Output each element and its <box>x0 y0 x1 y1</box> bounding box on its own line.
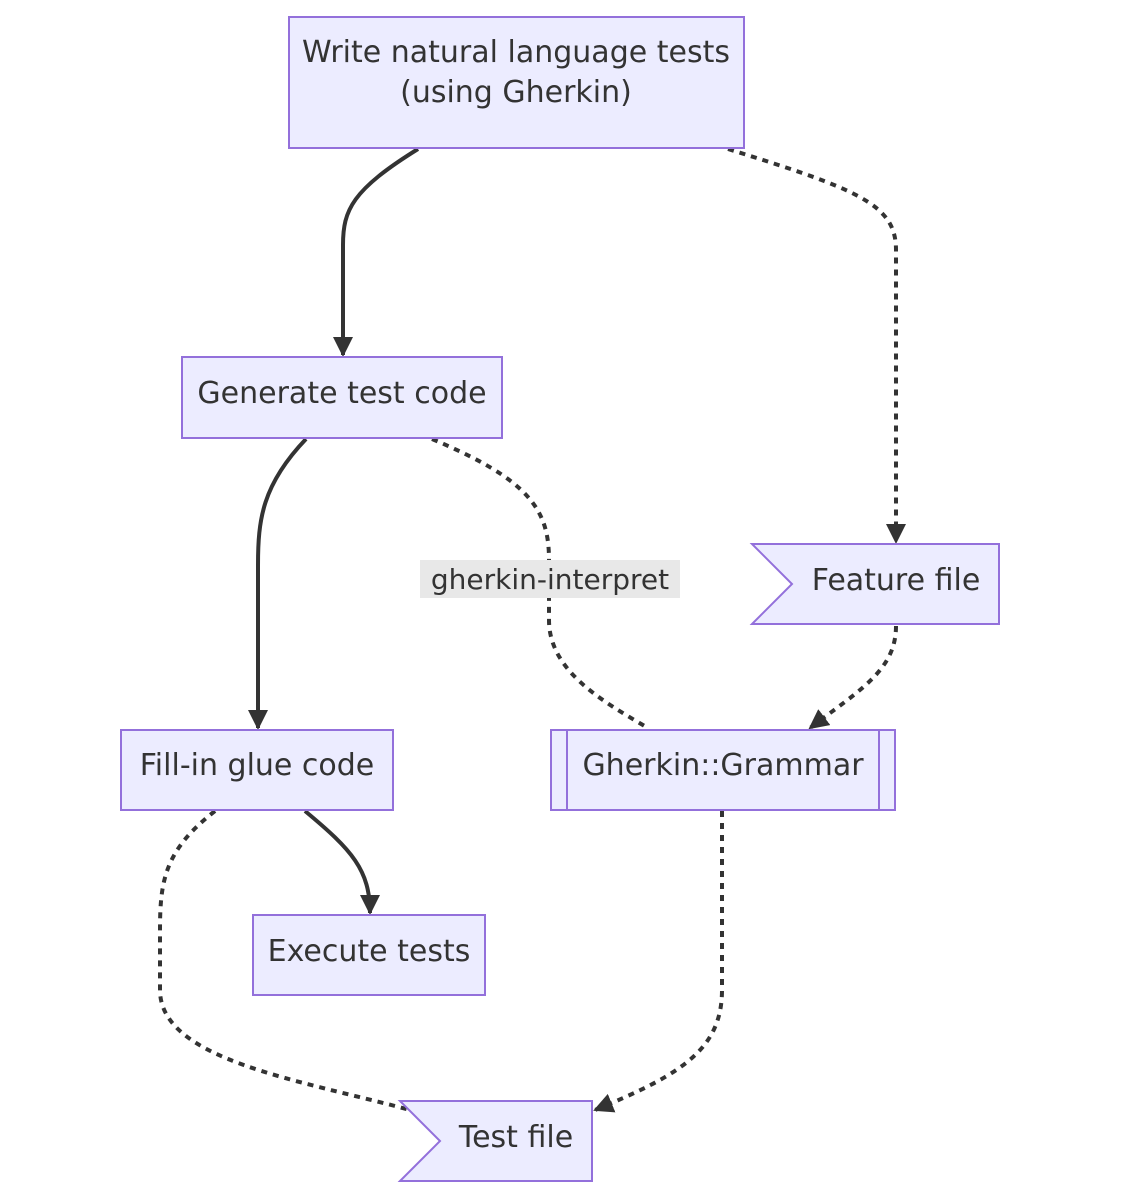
node-write-tests-line1: Write natural language tests <box>302 35 730 70</box>
edge-fill-to-execute <box>303 809 380 915</box>
node-grammar[interactable]: Gherkin::Grammar <box>550 729 896 811</box>
node-generate-code-label: Generate test code <box>197 376 486 411</box>
edge-write-to-generate <box>333 147 420 357</box>
node-execute-label: Execute tests <box>268 934 471 969</box>
edge-fill-to-testfile <box>158 809 411 1112</box>
node-test-file-label: Test file <box>458 1120 573 1155</box>
edge-write-to-feature <box>727 147 906 544</box>
node-write-tests[interactable]: Write natural language tests (using Gher… <box>288 16 745 149</box>
node-fill-glue[interactable]: Fill-in glue code <box>120 729 394 811</box>
edge-feature-to-grammar <box>808 625 898 730</box>
node-grammar-label: Gherkin::Grammar <box>582 748 864 783</box>
node-generate-code[interactable]: Generate test code <box>181 356 503 439</box>
node-execute[interactable]: Execute tests <box>252 914 486 996</box>
node-write-tests-line2: (using Gherkin) <box>400 75 632 110</box>
edge-generate-to-fill <box>248 437 308 730</box>
edge-label-text: gherkin-interpret <box>431 563 669 596</box>
node-fill-glue-label: Fill-in glue code <box>140 748 375 783</box>
edge-grammar-to-testfile <box>593 811 724 1113</box>
node-test-file[interactable]: Test file <box>397 1100 593 1182</box>
node-feature-file[interactable]: Feature file <box>749 543 1000 625</box>
node-feature-file-label: Feature file <box>812 563 981 598</box>
edge-label-gherkin-interpret: gherkin-interpret <box>420 560 680 598</box>
edges <box>158 147 906 1113</box>
